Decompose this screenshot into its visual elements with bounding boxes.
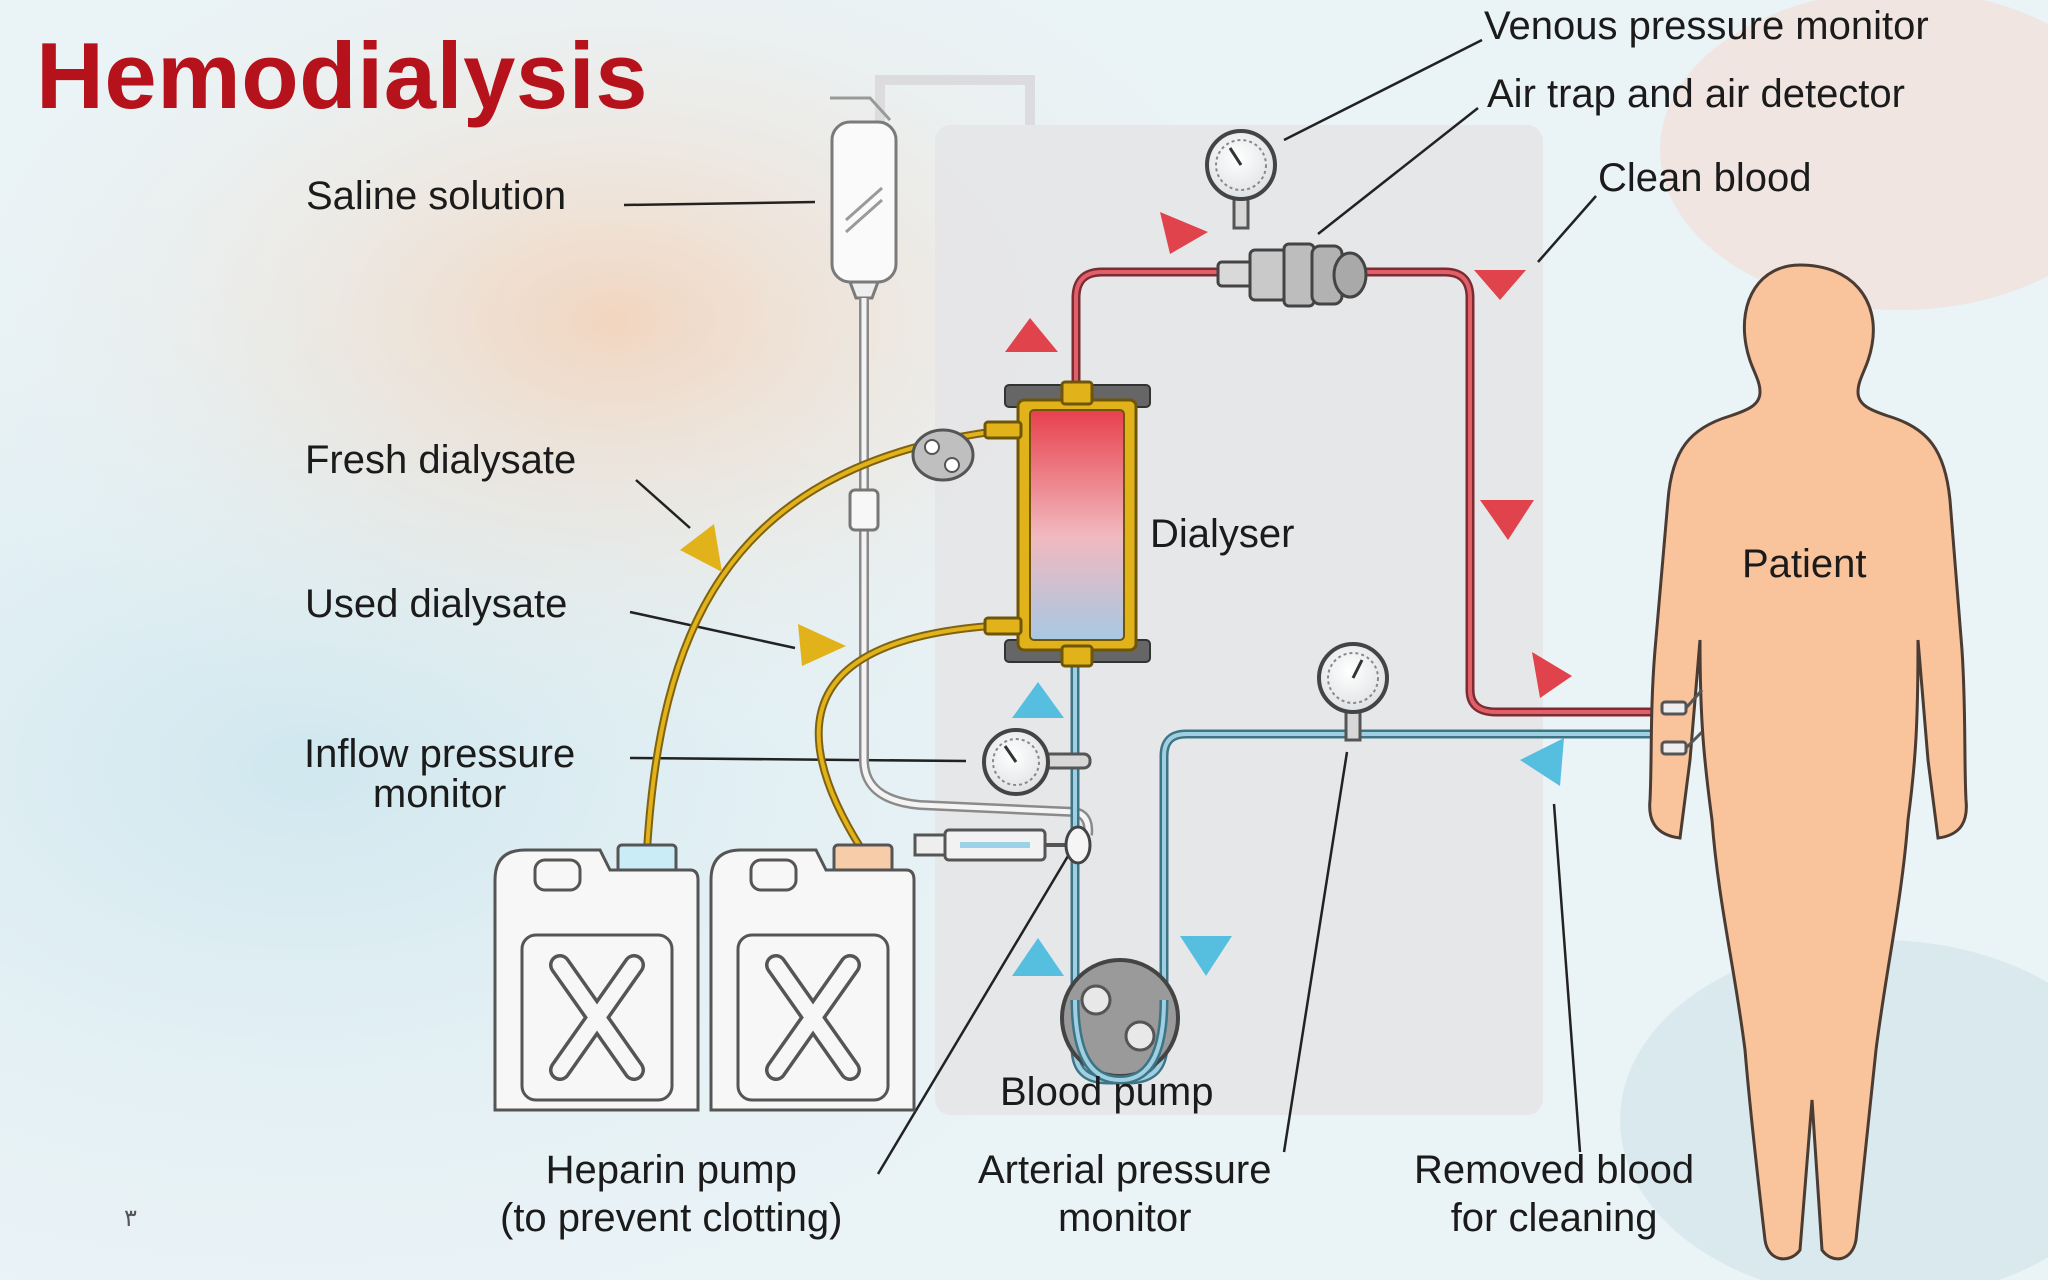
label-venous-pressure-monitor: Venous pressure monitor (1484, 4, 1929, 48)
label-air-trap: Air trap and air detector (1487, 72, 1905, 116)
label-heparin-pump: Heparin pump (to prevent clotting) (500, 1150, 842, 1238)
patient-silhouette (1648, 263, 1968, 1261)
label-removed-line2: for cleaning (1450, 1196, 1658, 1240)
label-removed-line1: Removed blood (1414, 1148, 1695, 1192)
arrow-red-right (1160, 212, 1208, 254)
heparin-syringe-pump (913, 825, 1092, 865)
arrow-red-right-2 (1532, 652, 1572, 698)
arrow-blue-up-2 (1012, 938, 1064, 976)
used-dialysate-container (709, 843, 916, 1112)
label-inflow-pressure-line1: Inflow pressure (304, 732, 576, 776)
label-arterial-pressure-monitor: Arterial pressure monitor (978, 1150, 1271, 1238)
arterial-pressure-gauge-icon (1317, 642, 1389, 742)
fresh-dialysate-container (493, 843, 700, 1112)
slide-number: ٣ (124, 1204, 137, 1232)
flow-arrows (680, 212, 1572, 976)
label-saline-solution: Saline solution (306, 174, 567, 218)
label-patient: Patient (1742, 542, 1867, 586)
label-removed-blood: Removed blood for cleaning (1414, 1150, 1694, 1238)
venous-pressure-gauge-icon (1205, 129, 1277, 230)
arrow-blue-left (1520, 738, 1564, 786)
arrow-blue-up (1012, 682, 1064, 718)
label-inflow-pressure-monitor: Inflow pressure monitor (304, 734, 575, 814)
arrow-red-down-2 (1480, 500, 1534, 540)
arrow-blue-down (1180, 936, 1232, 976)
saline-bag (830, 96, 898, 300)
saline-clamp (848, 488, 880, 532)
patient-access-needles (1660, 689, 1704, 756)
blood-pump (1060, 958, 1180, 1085)
arrow-yellow-left (680, 524, 722, 572)
label-heparin-line2: (to prevent clotting) (500, 1196, 843, 1240)
label-used-dialysate: Used dialysate (305, 582, 568, 626)
arrow-red-up (1005, 318, 1058, 352)
label-fresh-dialysate: Fresh dialysate (305, 438, 577, 482)
page-title: Hemodialysis (36, 23, 649, 128)
arrow-yellow-right (798, 624, 846, 666)
dialyser (983, 380, 1151, 668)
label-arterial-line1: Arterial pressure (978, 1148, 1272, 1192)
arrow-red-down (1474, 270, 1526, 300)
label-heparin-line1: Heparin pump (545, 1148, 797, 1192)
label-clean-blood: Clean blood (1598, 156, 1812, 200)
label-inflow-pressure-line2: monitor (372, 772, 507, 816)
label-blood-pump: Blood pump (1000, 1070, 1214, 1114)
inflow-pressure-gauge-icon (982, 728, 1092, 796)
machine-handle (875, 75, 1035, 125)
pointer-lines (623, 38, 1597, 1175)
label-dialyser: Dialyser (1150, 512, 1295, 556)
dialysate-pump (911, 428, 975, 482)
dialysis-machine-panel (935, 125, 1543, 1115)
air-trap-detector (1216, 242, 1368, 308)
label-arterial-line2: monitor (1058, 1196, 1192, 1240)
